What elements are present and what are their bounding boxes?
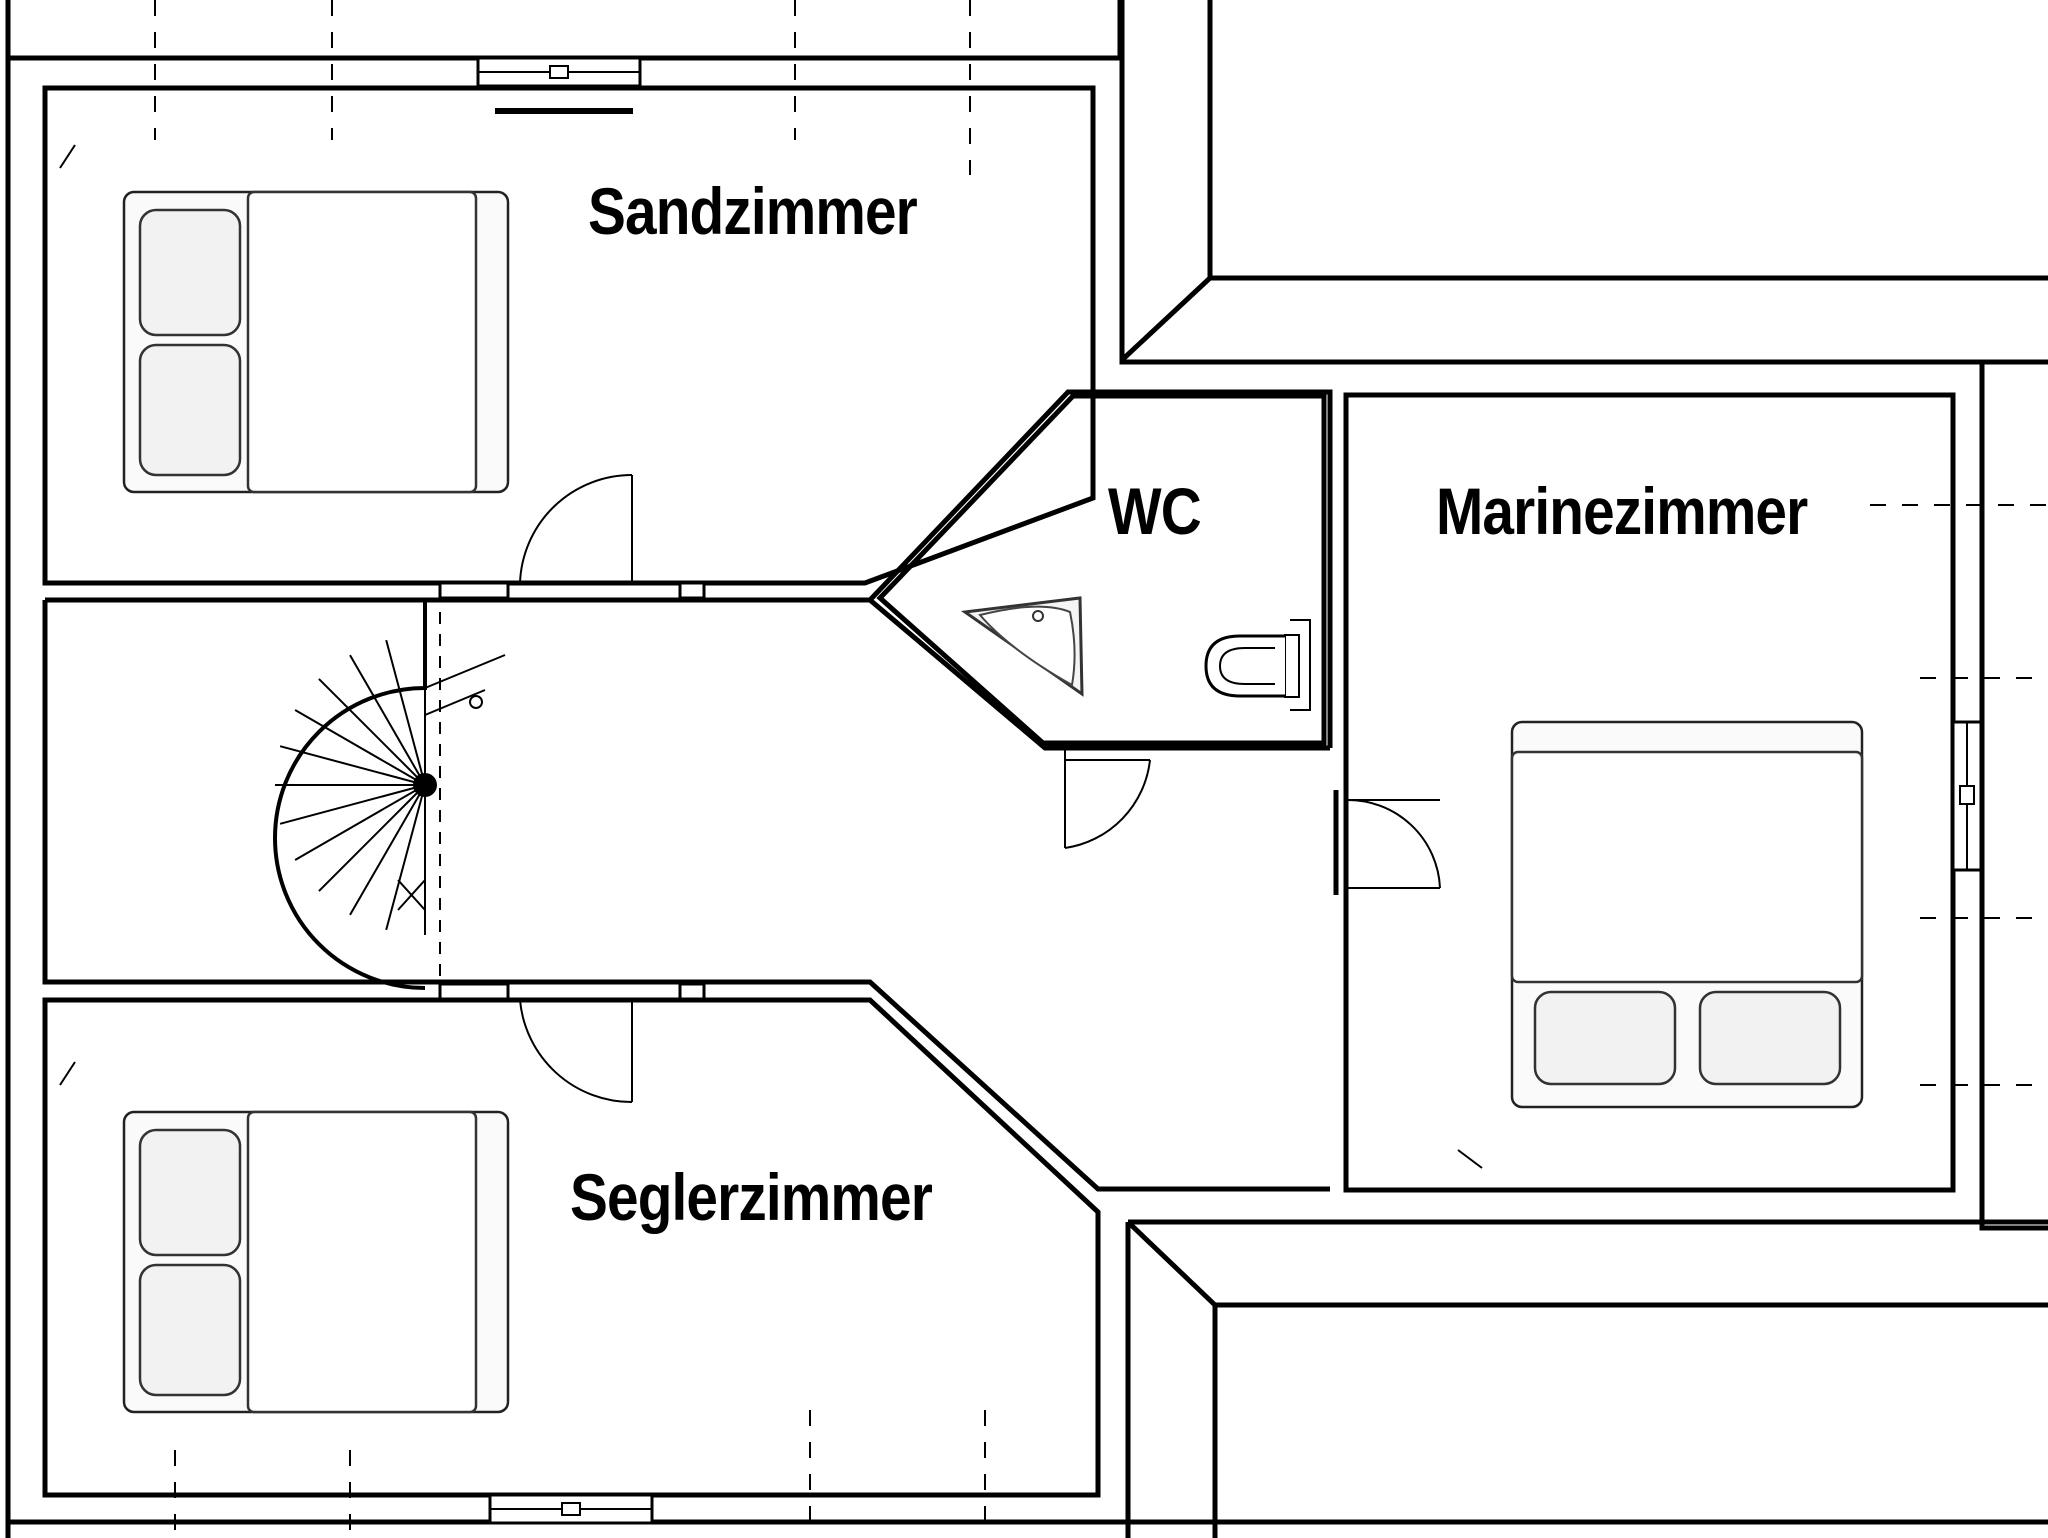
room-wc xyxy=(876,393,1327,746)
stair-tread xyxy=(279,784,426,825)
door-swing-icon xyxy=(1333,790,1441,895)
room-label-wc: WC xyxy=(1108,474,1202,548)
door-swing-icon xyxy=(1064,748,1151,849)
room-label-marinezimmer: Marinezimmer xyxy=(1436,474,1808,548)
stair-tread xyxy=(318,678,426,786)
double-bed-icon xyxy=(122,190,510,494)
stair-tread xyxy=(279,745,426,786)
stair-tread xyxy=(294,784,426,861)
room-sandzimmer xyxy=(42,85,1096,586)
double-bed-icon xyxy=(122,1110,510,1414)
stair-tread xyxy=(385,784,426,931)
stair-tread xyxy=(318,784,426,892)
door-swing-icon xyxy=(438,474,706,600)
stair-tread xyxy=(349,654,426,786)
roof-slope-lines xyxy=(59,0,2048,1538)
stair-treads xyxy=(275,635,426,935)
window-icon xyxy=(1951,720,1983,872)
stair-tread xyxy=(349,784,426,916)
double-bed-icon xyxy=(1510,720,1864,1109)
corner-sink-icon xyxy=(960,596,1084,697)
window-icon xyxy=(476,56,642,114)
room-label-sandzimmer: Sandzimmer xyxy=(588,174,918,248)
room-seglerzimmer xyxy=(42,997,1101,1498)
toilet-icon xyxy=(1204,619,1311,711)
stair-tread xyxy=(294,709,426,786)
spiral-staircase-icon xyxy=(273,590,506,990)
stair-tread xyxy=(385,639,426,786)
door-swing-icon xyxy=(438,982,706,1104)
exterior-walls xyxy=(5,0,2048,1538)
room-label-seglerzimmer: Seglerzimmer xyxy=(570,1160,933,1234)
corridor xyxy=(42,389,1333,1192)
window-icon xyxy=(488,1493,654,1525)
